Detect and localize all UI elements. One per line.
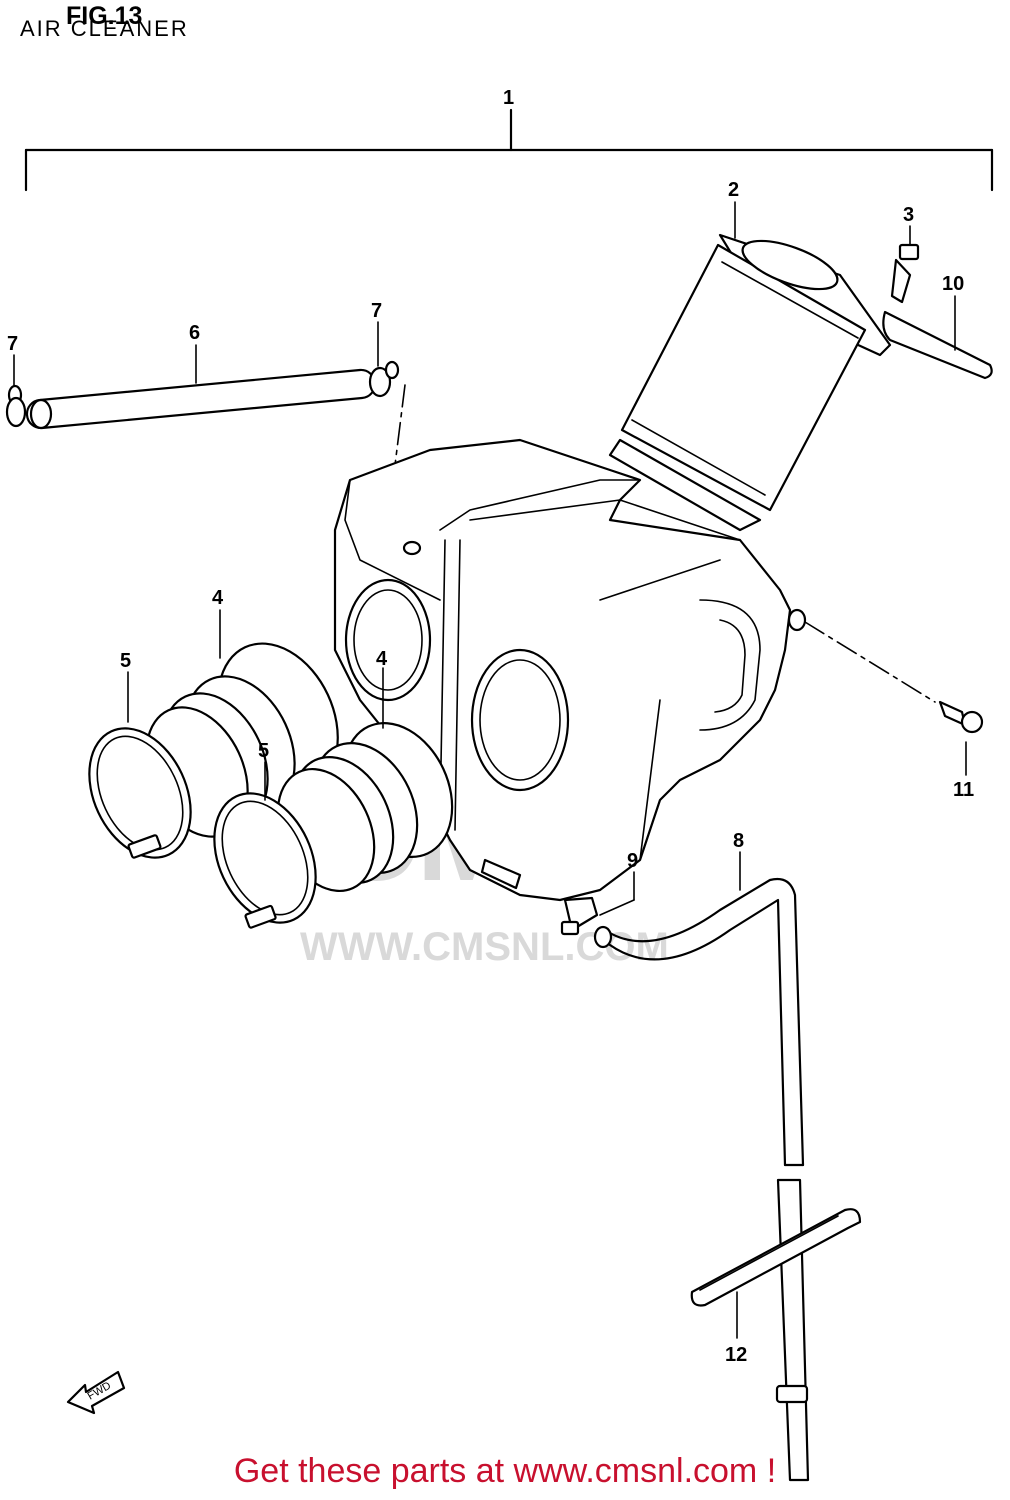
callout-6: 6	[189, 322, 200, 344]
callout-10: 10	[942, 273, 964, 295]
hose-clamp-9	[560, 871, 635, 936]
clamp-7-left	[5, 354, 27, 428]
callout-7-right: 7	[371, 300, 382, 322]
assembly-bracket	[24, 108, 994, 192]
footer-parts-link[interactable]: Get these parts at www.cmsnl.com !	[233, 1452, 777, 1490]
drain-hose-8	[593, 851, 805, 1167]
fwd-arrow: FWD	[66, 1370, 126, 1415]
plate-10	[882, 295, 993, 380]
callout-4-right: 4	[376, 648, 388, 670]
clamp-7-right	[368, 321, 400, 398]
filter-element-2	[608, 201, 892, 532]
callout-5-left: 5	[120, 650, 131, 672]
hose-holder-12	[690, 1178, 862, 1482]
screw-3	[890, 225, 920, 304]
callout-1: 1	[503, 87, 514, 109]
callout-3: 3	[903, 204, 914, 226]
clamp-band-5-right	[213, 761, 317, 929]
figure-number: FIG.13	[66, 2, 143, 30]
callout-11: 11	[953, 779, 974, 801]
callout-12: 12	[725, 1344, 747, 1366]
callout-8: 8	[733, 830, 744, 852]
drain-pipe-6	[25, 344, 377, 430]
figure-title: AIR CLEANER	[20, 16, 189, 41]
callout-9: 9	[627, 850, 638, 872]
callout-2: 2	[728, 179, 739, 201]
callout-5-right: 5	[258, 740, 269, 762]
callout-7-left: 7	[7, 333, 18, 355]
bolt-11	[804, 621, 984, 776]
clamp-band-5-left	[88, 671, 192, 859]
callout-4-left: 4	[212, 587, 224, 609]
